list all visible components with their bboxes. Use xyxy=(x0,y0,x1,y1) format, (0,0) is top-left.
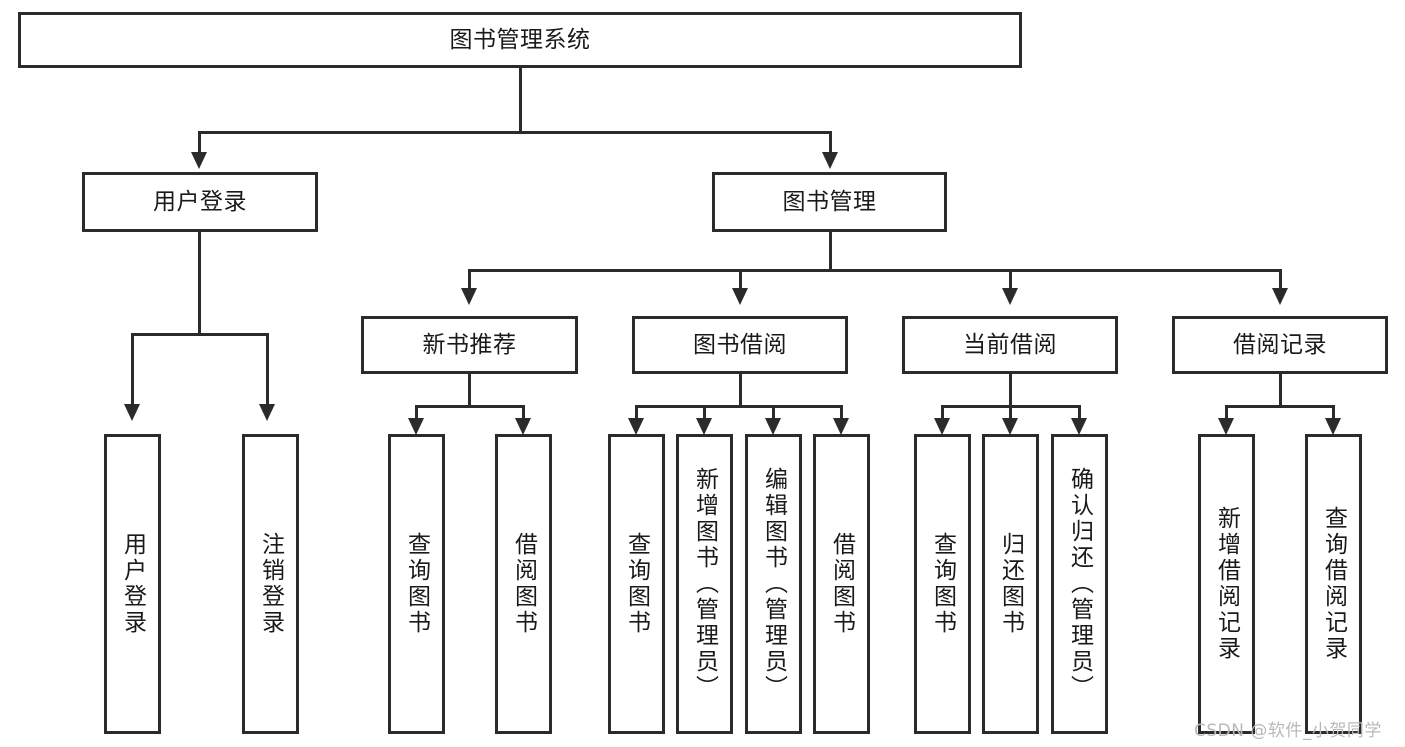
node-label: 用户登录 xyxy=(153,188,247,215)
arrowhead-current-borrow xyxy=(1002,288,1018,305)
arrowhead-leaf-borrow-book-2 xyxy=(833,418,849,435)
arrowhead-leaf-query-book-1 xyxy=(408,418,424,435)
arrowhead-leaf-edit-book xyxy=(765,418,781,435)
node-leaf-confirm-return[interactable]: 确认归还（管理员） xyxy=(1051,434,1108,734)
connector-user-login-trunk xyxy=(198,232,201,335)
connector-to-leaf-add-book xyxy=(703,405,706,423)
arrowhead-leaf-borrow-book-1 xyxy=(515,418,531,435)
node-borrow-record[interactable]: 借阅记录 xyxy=(1172,316,1388,374)
connector-to-user-login xyxy=(198,131,201,156)
arrowhead-leaf-confirm-return xyxy=(1071,418,1087,435)
node-user-login[interactable]: 用户登录 xyxy=(82,172,318,232)
node-label: 用户登录 xyxy=(119,532,146,636)
node-leaf-query-book-1[interactable]: 查询图书 xyxy=(388,434,445,734)
arrowhead-user-login xyxy=(191,152,207,169)
connector-level2-bus xyxy=(468,269,1282,272)
connector-to-leaf-confirm-return xyxy=(1078,405,1081,423)
node-label: 图书管理 xyxy=(782,188,877,215)
arrowhead-leaf-user-login xyxy=(124,404,140,421)
node-leaf-query-book-3[interactable]: 查询图书 xyxy=(914,434,971,734)
connector-to-book-management xyxy=(829,131,832,156)
connector-to-leaf-logout-login xyxy=(266,333,269,408)
connector-to-borrow-record xyxy=(1279,269,1282,291)
node-label: 查询图书 xyxy=(403,532,430,636)
arrowhead-book-borrow xyxy=(732,288,748,305)
node-leaf-logout-login[interactable]: 注销登录 xyxy=(242,434,299,734)
watermark-text: CSDN @软件_小贺同学 xyxy=(1194,721,1382,741)
node-leaf-user-login[interactable]: 用户登录 xyxy=(104,434,161,734)
node-label: 查询借阅记录 xyxy=(1320,506,1347,662)
connector-borrow-record-trunk xyxy=(1279,374,1282,407)
node-label: 借阅记录 xyxy=(1233,331,1327,358)
connector-to-leaf-edit-book xyxy=(772,405,775,423)
node-label: 查询图书 xyxy=(623,532,650,636)
arrowhead-book-management xyxy=(822,152,838,169)
connector-current-borrow-trunk xyxy=(1009,374,1012,407)
node-label: 当前借阅 xyxy=(963,331,1057,358)
node-root-system[interactable]: 图书管理系统 xyxy=(18,12,1022,68)
node-leaf-edit-book[interactable]: 编辑图书（管理员） xyxy=(745,434,802,734)
connector-book-management-trunk xyxy=(829,232,832,271)
arrowhead-leaf-query-book-3 xyxy=(934,418,950,435)
arrowhead-borrow-record xyxy=(1272,288,1288,305)
node-leaf-query-record[interactable]: 查询借阅记录 xyxy=(1305,434,1362,734)
arrowhead-leaf-logout-login xyxy=(259,404,275,421)
connector-to-leaf-return-book xyxy=(1009,405,1012,423)
node-label: 图书管理系统 xyxy=(449,26,591,53)
connector-level1-bus xyxy=(198,131,832,134)
node-label: 查询图书 xyxy=(929,532,956,636)
node-book-management[interactable]: 图书管理 xyxy=(712,172,947,232)
node-label: 注销登录 xyxy=(257,532,284,636)
connector-to-leaf-query-record xyxy=(1332,405,1335,423)
node-label: 确认归还（管理员） xyxy=(1066,467,1093,701)
arrowhead-leaf-add-record xyxy=(1218,418,1234,435)
node-leaf-query-book-2[interactable]: 查询图书 xyxy=(608,434,665,734)
connector-root-trunk xyxy=(519,68,522,131)
node-new-book-recommend[interactable]: 新书推荐 xyxy=(361,316,578,374)
connector-book-borrow-bus xyxy=(635,405,843,408)
node-label: 编辑图书（管理员） xyxy=(760,467,787,701)
node-leaf-add-record[interactable]: 新增借阅记录 xyxy=(1198,434,1255,734)
node-label: 借阅图书 xyxy=(510,532,537,636)
node-leaf-borrow-book-2[interactable]: 借阅图书 xyxy=(813,434,870,734)
connector-new-book-recommend-trunk xyxy=(468,374,471,407)
node-book-borrow[interactable]: 图书借阅 xyxy=(632,316,848,374)
arrowhead-leaf-query-record xyxy=(1325,418,1341,435)
node-label: 新书推荐 xyxy=(422,331,517,358)
connector-to-leaf-query-book-2 xyxy=(635,405,638,423)
node-label: 借阅图书 xyxy=(828,532,855,636)
node-leaf-borrow-book-1[interactable]: 借阅图书 xyxy=(495,434,552,734)
arrowhead-new-book-recommend xyxy=(461,288,477,305)
connector-to-leaf-user-login xyxy=(131,333,134,408)
arrowhead-leaf-return-book xyxy=(1002,418,1018,435)
connector-borrow-record-bus xyxy=(1225,405,1335,408)
connector-to-leaf-borrow-book-1 xyxy=(522,405,525,423)
connector-to-current-borrow xyxy=(1009,269,1012,291)
connector-to-leaf-add-record xyxy=(1225,405,1228,423)
arrowhead-leaf-add-book xyxy=(696,418,712,435)
connector-to-new-book-recommend xyxy=(468,269,471,291)
connector-user-login-bus xyxy=(131,333,269,336)
connector-to-leaf-borrow-book-2 xyxy=(840,405,843,423)
node-label: 归还图书 xyxy=(997,532,1024,636)
node-label: 新增图书（管理员） xyxy=(691,467,718,701)
connector-new-book-recommend-bus xyxy=(415,405,525,408)
connector-to-book-borrow xyxy=(739,269,742,291)
node-current-borrow[interactable]: 当前借阅 xyxy=(902,316,1118,374)
node-label: 图书借阅 xyxy=(693,331,787,358)
connector-to-leaf-query-book-1 xyxy=(415,405,418,423)
node-label: 新增借阅记录 xyxy=(1213,506,1240,662)
connector-to-leaf-query-book-3 xyxy=(941,405,944,423)
arrowhead-leaf-query-book-2 xyxy=(628,418,644,435)
connector-book-borrow-trunk xyxy=(739,374,742,407)
node-leaf-return-book[interactable]: 归还图书 xyxy=(982,434,1039,734)
node-leaf-add-book[interactable]: 新增图书（管理员） xyxy=(676,434,733,734)
